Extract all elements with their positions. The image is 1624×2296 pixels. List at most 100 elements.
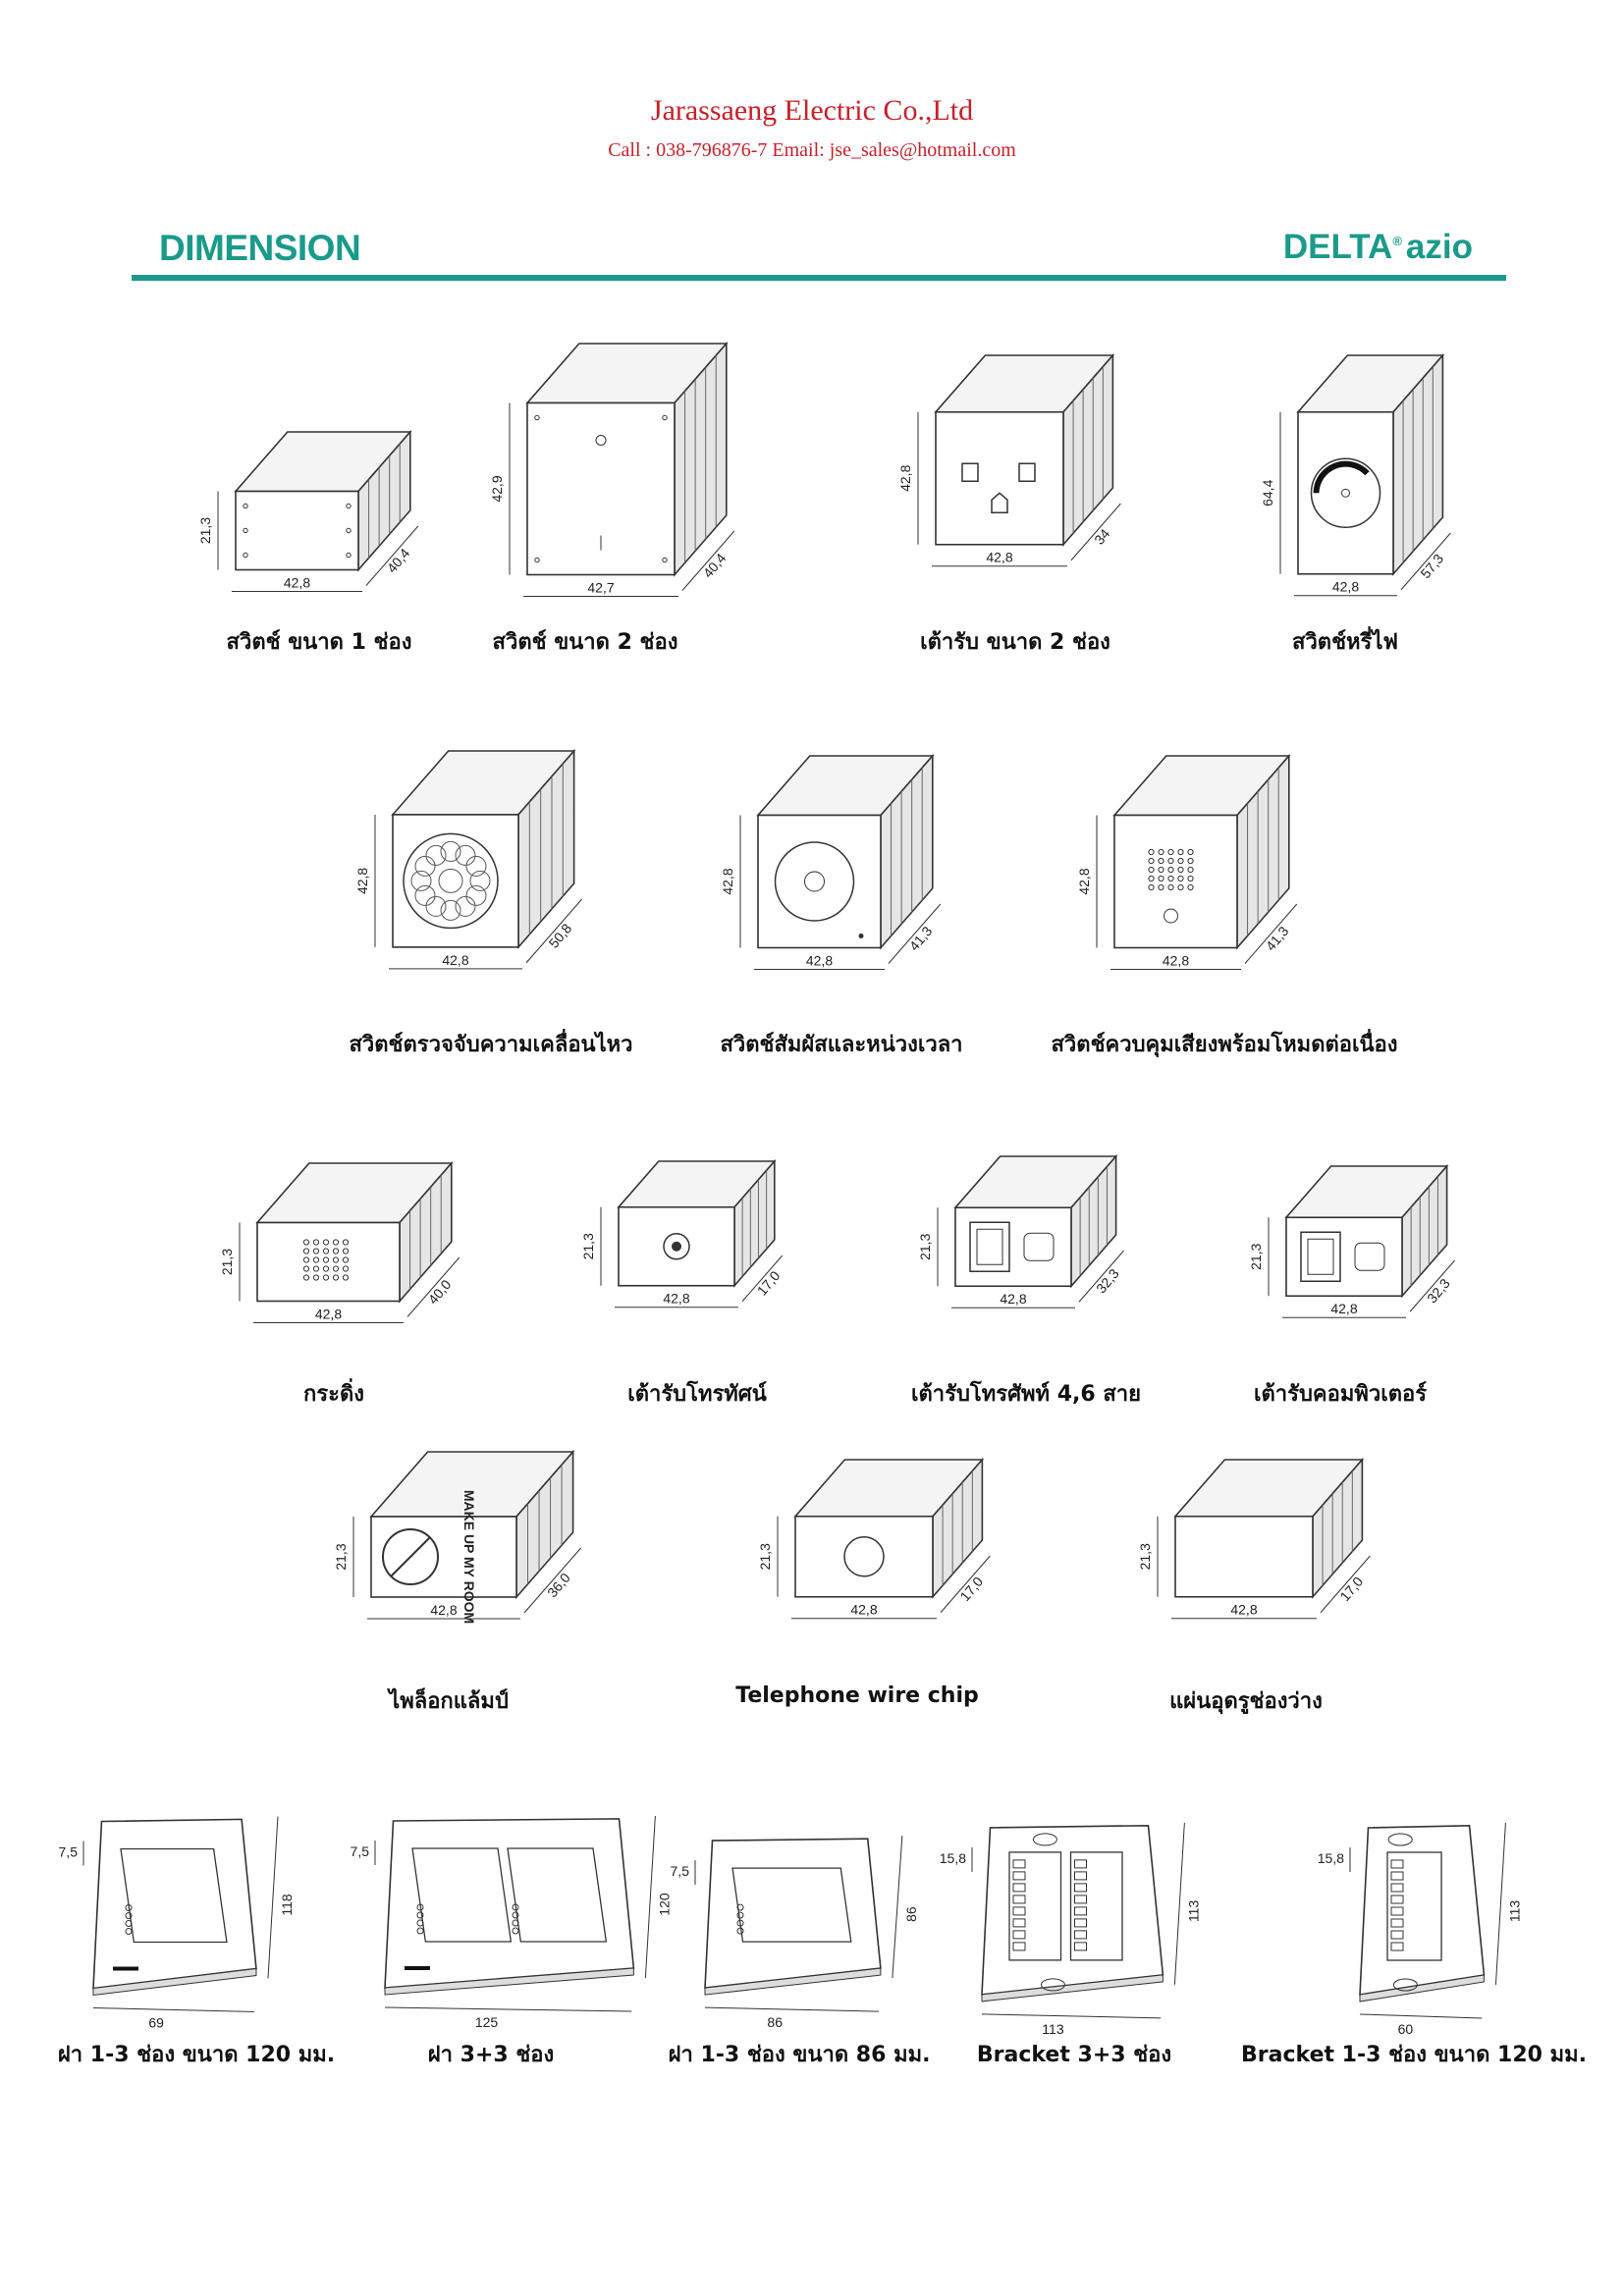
bracket-tooth	[1390, 1883, 1404, 1893]
speaker-hole	[1187, 857, 1194, 864]
touch-center	[803, 870, 825, 891]
product-figure: 42,842,841,3	[1076, 753, 1298, 970]
speaker-hole	[342, 1273, 350, 1281]
height-dim: 7,5	[59, 1843, 79, 1859]
bracket-tooth	[1390, 1871, 1404, 1881]
clip-tab	[125, 1919, 133, 1927]
width-dim: 113	[1042, 2021, 1064, 2037]
product-figure: 21,342,817,0	[757, 1458, 991, 1620]
product-label: เต้ารับโทรศัพท์ 4,6 สาย	[910, 1382, 1142, 1407]
clip-tab	[416, 1911, 424, 1919]
height-dim: 21,3	[197, 516, 213, 543]
pir-lens	[403, 832, 499, 930]
depth-dim: 41,3	[1263, 923, 1292, 953]
speaker-hole	[1148, 866, 1155, 873]
indicator-dot	[662, 414, 668, 420]
screw-slot	[1392, 1978, 1418, 1992]
depth-dim-line	[525, 898, 583, 964]
plate-edge	[704, 1967, 882, 1996]
speaker-hole	[1177, 883, 1184, 890]
cover-opening	[731, 1867, 852, 1943]
bracket-tooth	[1073, 1871, 1087, 1881]
speaker-hole	[1148, 857, 1155, 864]
bracket-frame	[1069, 1851, 1123, 1961]
module-face	[1113, 814, 1238, 948]
tv-jack	[663, 1233, 690, 1260]
speaker-hole	[1167, 883, 1174, 890]
speaker-hole	[1167, 857, 1174, 864]
speaker-hole	[302, 1238, 310, 1246]
speaker-hole	[1148, 848, 1155, 855]
lens-cell	[440, 840, 461, 862]
speaker-hole	[1167, 866, 1174, 873]
depth-dim: 17,0	[1336, 1574, 1366, 1604]
depth-dim-line	[741, 1255, 784, 1303]
indicator-dot	[346, 552, 352, 558]
depth-dim-line	[267, 1815, 279, 1979]
width-dim: 125	[475, 2014, 499, 2030]
speaker-hole	[322, 1255, 330, 1263]
indicator-dot	[534, 557, 540, 562]
product-figure: 21,342,840,0	[219, 1160, 460, 1323]
dimmer-knob	[1310, 457, 1381, 529]
width-dim: 42,7	[587, 579, 614, 595]
product-label: Telephone wire chip	[735, 1683, 979, 1708]
indicator-dot	[243, 527, 248, 533]
brand-logo: DELTA®azio	[1159, 228, 1473, 267]
cover-opening	[507, 1847, 608, 1943]
product-figure: 21,342,840,4	[197, 429, 419, 592]
product-label: เต้ารับคอมพิวเตอร์	[1253, 1382, 1428, 1407]
height-dim: 21,3	[757, 1543, 773, 1570]
lens-cell	[455, 845, 476, 867]
speaker-hole	[332, 1238, 340, 1246]
jack-symbol	[1354, 1242, 1385, 1271]
height-dim: 42,8	[354, 868, 370, 894]
lens-cell	[465, 884, 487, 906]
bracket-tooth	[1390, 1942, 1404, 1951]
speaker-hole	[1158, 857, 1164, 864]
speaker-hole	[1187, 875, 1194, 881]
product-label: สวิตช์ควบคุมเสียงพร้อมโหมดต่อเนื่อง	[1051, 1033, 1398, 1057]
bracket-tooth	[1012, 1930, 1026, 1940]
height-dim: 15,8	[1318, 1850, 1344, 1866]
module-face	[794, 1516, 934, 1598]
ground-pin	[991, 492, 1008, 514]
clip-tab	[736, 1927, 744, 1935]
width-dim-line	[384, 2006, 632, 2012]
speaker-hole	[342, 1238, 350, 1246]
speaker-hole	[1148, 875, 1155, 881]
socket-pin	[1018, 462, 1036, 483]
plate-outline	[1359, 1825, 1486, 1996]
height-dim: 7,5	[671, 1863, 690, 1879]
product-label: ฝา 1-3 ช่อง ขนาด 120 มม.	[57, 2043, 336, 2067]
bracket-tooth	[1390, 1859, 1404, 1869]
dimmer-center	[1340, 488, 1350, 498]
depth-dim-line	[892, 1835, 903, 1979]
module-face	[1174, 1516, 1314, 1598]
speaker-hole	[1177, 857, 1184, 864]
depth-dim-line	[1173, 1822, 1185, 1986]
speaker-hole	[302, 1273, 310, 1281]
product-label: สวิตช์ ขนาด 1 ช่อง	[226, 630, 412, 655]
header-rule	[132, 275, 1506, 281]
section-title: DIMENSION	[159, 228, 361, 268]
clip-tab	[416, 1919, 424, 1927]
brand-main: DELTA	[1282, 228, 1393, 266]
width-dim: 42,8	[442, 952, 468, 968]
speaker-hole	[1187, 848, 1194, 855]
product-label: ฝา 1-3 ช่อง ขนาด 86 มม.	[668, 2043, 931, 2067]
plate-edge	[384, 1967, 634, 1996]
width-dim: 42,8	[663, 1291, 689, 1307]
product-label: แผ่นอุดรูช่องว่าง	[1169, 1689, 1323, 1714]
width-dim: 42,8	[850, 1602, 877, 1618]
bracket-tooth	[1073, 1930, 1087, 1940]
product-figure: 21,342,817,0	[580, 1159, 784, 1308]
depth-dim: 41,3	[906, 923, 936, 953]
mic-hole	[1163, 907, 1178, 923]
depth-dim-line	[523, 1547, 581, 1614]
bracket-tooth	[1073, 1906, 1087, 1916]
depth-dim-line	[1320, 1555, 1371, 1614]
product-label: กระดิ่ง	[303, 1382, 364, 1407]
width-dim: 60	[1398, 2021, 1414, 2037]
clip-tab	[736, 1911, 744, 1919]
